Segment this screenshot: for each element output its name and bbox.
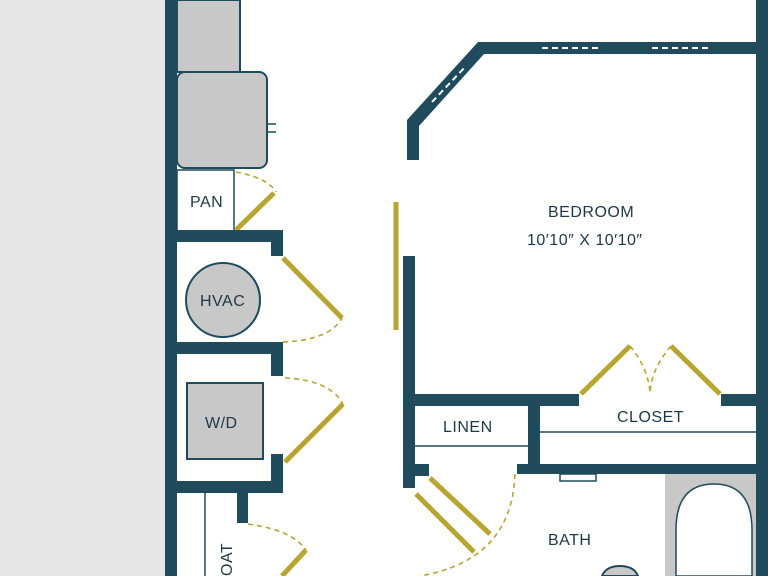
bath-door-panel bbox=[428, 476, 492, 536]
pantry-door bbox=[234, 191, 276, 232]
bedroom-label: BEDROOM bbox=[548, 204, 634, 221]
bath-vent bbox=[559, 473, 597, 482]
wall-coat-stub bbox=[237, 481, 248, 523]
wd-door bbox=[283, 402, 345, 464]
wall-bedroom-west bbox=[403, 256, 415, 488]
washer-dryer-label: W/D bbox=[205, 415, 238, 432]
wall-bedroom-angled bbox=[407, 42, 768, 160]
wall-bath-top bbox=[517, 464, 768, 474]
wall-wd-stub bbox=[271, 342, 283, 376]
kitchen-counter bbox=[176, 0, 241, 73]
exterior-area bbox=[0, 0, 166, 576]
pantry-label: PAN bbox=[190, 194, 223, 211]
toilet-icon bbox=[600, 564, 640, 576]
closet-door-left bbox=[579, 344, 632, 396]
bath-door-swing bbox=[419, 473, 516, 576]
closet-door-swing bbox=[649, 345, 672, 393]
hvac-door bbox=[281, 256, 344, 320]
closet-door-right bbox=[669, 344, 722, 396]
coat-door bbox=[280, 548, 308, 576]
wall-wd-coat bbox=[165, 481, 283, 493]
coat-door-swing bbox=[247, 523, 307, 551]
refrigerator bbox=[176, 71, 268, 169]
bathtub-basin bbox=[675, 483, 753, 576]
bath-label: BATH bbox=[548, 532, 591, 549]
wd-door-swing bbox=[284, 377, 344, 405]
wall-bath-stub bbox=[415, 464, 429, 476]
window-angled bbox=[431, 65, 467, 103]
wall-closet-top bbox=[403, 394, 579, 406]
linen-label: LINEN bbox=[443, 419, 493, 436]
wall-west-exterior bbox=[165, 0, 177, 576]
hvac-unit-icon bbox=[185, 262, 261, 338]
wall-pantry-hvac bbox=[165, 230, 283, 242]
bath-door bbox=[414, 492, 476, 554]
wall-east bbox=[756, 0, 768, 576]
pantry-door-swing bbox=[235, 171, 277, 193]
wall-linen-closet bbox=[528, 394, 540, 470]
bedroom-dimensions: 10′10″ X 10′10″ bbox=[527, 232, 643, 249]
hvac-label: HVAC bbox=[200, 293, 245, 310]
washer-dryer-icon bbox=[186, 382, 264, 460]
hvac-door-swing bbox=[282, 317, 343, 343]
closet-label: CLOSET bbox=[617, 409, 684, 426]
wall-wd-bottom-stub bbox=[271, 454, 283, 493]
coat-label: OAT bbox=[219, 543, 236, 576]
wall-hvac-wd bbox=[165, 342, 283, 354]
wall-hvac-stub bbox=[271, 230, 283, 256]
closet-door-swing bbox=[629, 345, 651, 393]
wall-closet-top-right bbox=[721, 394, 768, 406]
